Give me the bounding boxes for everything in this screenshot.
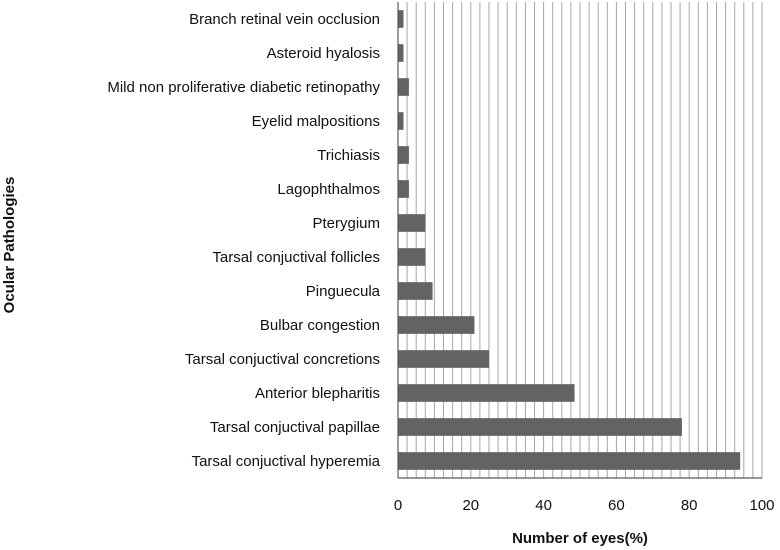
bar <box>398 350 489 368</box>
bar <box>398 44 404 62</box>
category-label: Tarsal conjuctival hyperemia <box>192 453 381 470</box>
bar <box>398 384 575 402</box>
category-label: Asteroid hyalosis <box>267 45 380 62</box>
bar <box>398 316 475 334</box>
category-label: Anterior blepharitis <box>255 385 380 402</box>
x-tick-labels: 0 20 40 60 80 100 <box>394 497 775 514</box>
category-label: Trichiasis <box>317 147 380 164</box>
x-tick-label: 20 <box>462 497 479 514</box>
bar <box>398 214 426 232</box>
y-axis-title: Ocular Pathologies <box>1 177 18 314</box>
x-tick-label: 40 <box>535 497 552 514</box>
bar <box>398 452 741 470</box>
category-label: Pinguecula <box>306 283 381 300</box>
x-tick-label: 0 <box>394 497 402 514</box>
bar <box>398 10 404 28</box>
x-tick-label: 100 <box>749 497 774 514</box>
category-label: Pterygium <box>312 215 380 232</box>
bars <box>398 10 741 470</box>
bar <box>398 282 433 300</box>
bar <box>398 78 409 96</box>
bar <box>398 180 409 198</box>
category-label: Bulbar congestion <box>260 317 380 334</box>
category-label: Lagophthalmos <box>277 181 380 198</box>
category-label: Branch retinal vein occlusion <box>189 11 380 28</box>
x-tick-label: 80 <box>681 497 698 514</box>
grid-lines <box>406 2 763 478</box>
category-label: Tarsal conjuctival follicles <box>212 249 380 266</box>
bar <box>398 146 409 164</box>
category-label: Mild non proliferative diabetic retinopa… <box>107 79 380 96</box>
bar <box>398 248 426 266</box>
x-tick-label: 60 <box>608 497 625 514</box>
category-label: Tarsal conjuctival papillae <box>210 419 380 436</box>
category-label: Eyelid malpositions <box>252 113 380 130</box>
x-axis-title: Number of eyes(%) <box>512 530 648 547</box>
axes <box>397 2 762 479</box>
category-label: Tarsal conjuctival concretions <box>185 351 380 368</box>
bar <box>398 112 404 130</box>
bar <box>398 418 682 436</box>
